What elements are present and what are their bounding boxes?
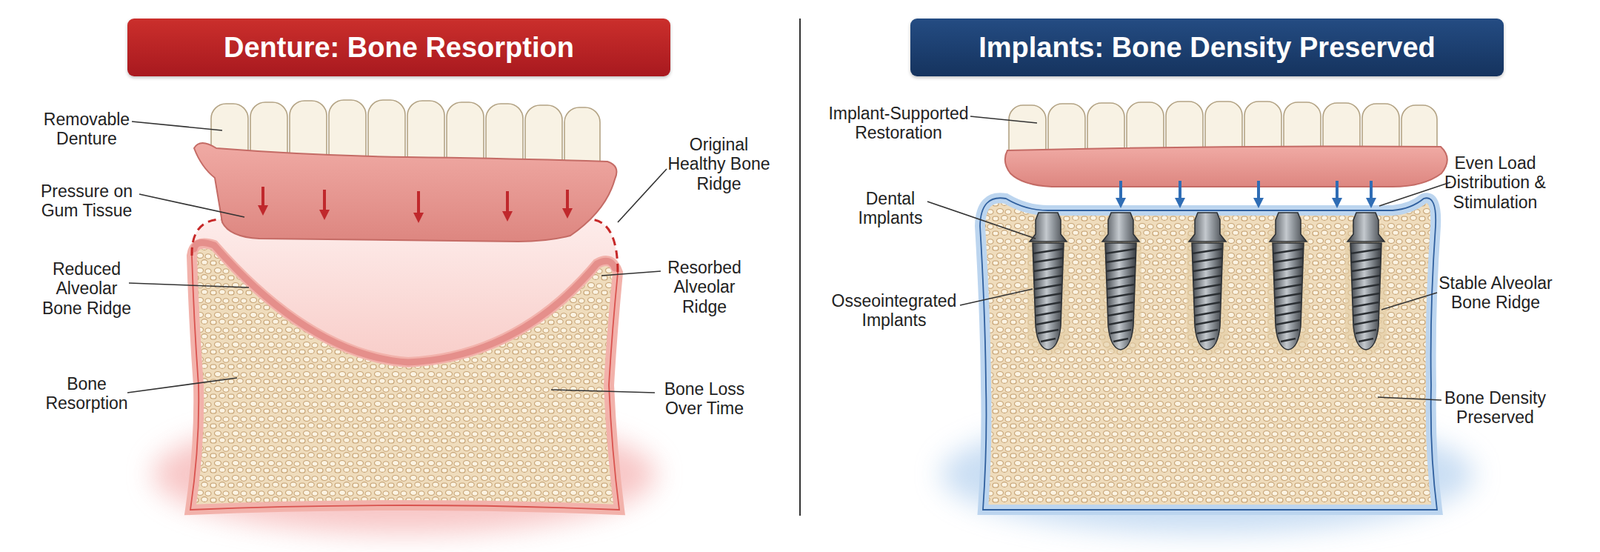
panel-heading-banner: Implants: Bone Density Preserved [910, 18, 1504, 77]
resorbed-bone [190, 242, 620, 510]
callout-label: Removable Denture [38, 109, 135, 149]
stable-bone [980, 197, 1438, 510]
restoration-base [1005, 146, 1448, 187]
callout-label: Dental Implants [849, 188, 932, 229]
callout-label: Bone Resorption [38, 374, 135, 414]
callout-label: Osseointegrated Implants [827, 291, 961, 331]
denture-illustration [127, 100, 667, 534]
panel-heading: Implants: Bone Density Preserved [978, 31, 1436, 64]
bone-outline [190, 242, 620, 510]
callout-label: Stable Alveolar Bone Ridge [1436, 273, 1555, 313]
callout-label: Pressure on Gum Tissue [31, 181, 143, 221]
gum-ridge [194, 242, 615, 363]
callout-label: Original Healthy Bone Ridge [665, 134, 773, 194]
panel-divider [799, 18, 801, 516]
callout-label: Reduced Alveolar Bone Ridge [38, 259, 135, 318]
callout-label: Resorbed Alveolar Ridge [660, 257, 749, 317]
bone-outline [980, 197, 1438, 510]
panel-heading-banner: Denture: Bone Resorption [127, 18, 671, 77]
callout-label: Bone Density Preserved [1441, 388, 1549, 428]
callout-label: Bone Loss Over Time [656, 379, 753, 419]
callout-label: Implant-Supported Restoration [824, 103, 973, 143]
leader-lines [127, 121, 667, 393]
denture-base [194, 142, 617, 242]
leader-lines [927, 116, 1451, 400]
pressure-arrows [262, 186, 568, 218]
panel-heading: Denture: Bone Resorption [223, 31, 575, 64]
callout-label: Even Load Distribution & Stimulation [1441, 153, 1549, 212]
implant-illustration [927, 101, 1475, 534]
implant-fixtures [1027, 212, 1387, 355]
load-arrows [1120, 180, 1372, 203]
